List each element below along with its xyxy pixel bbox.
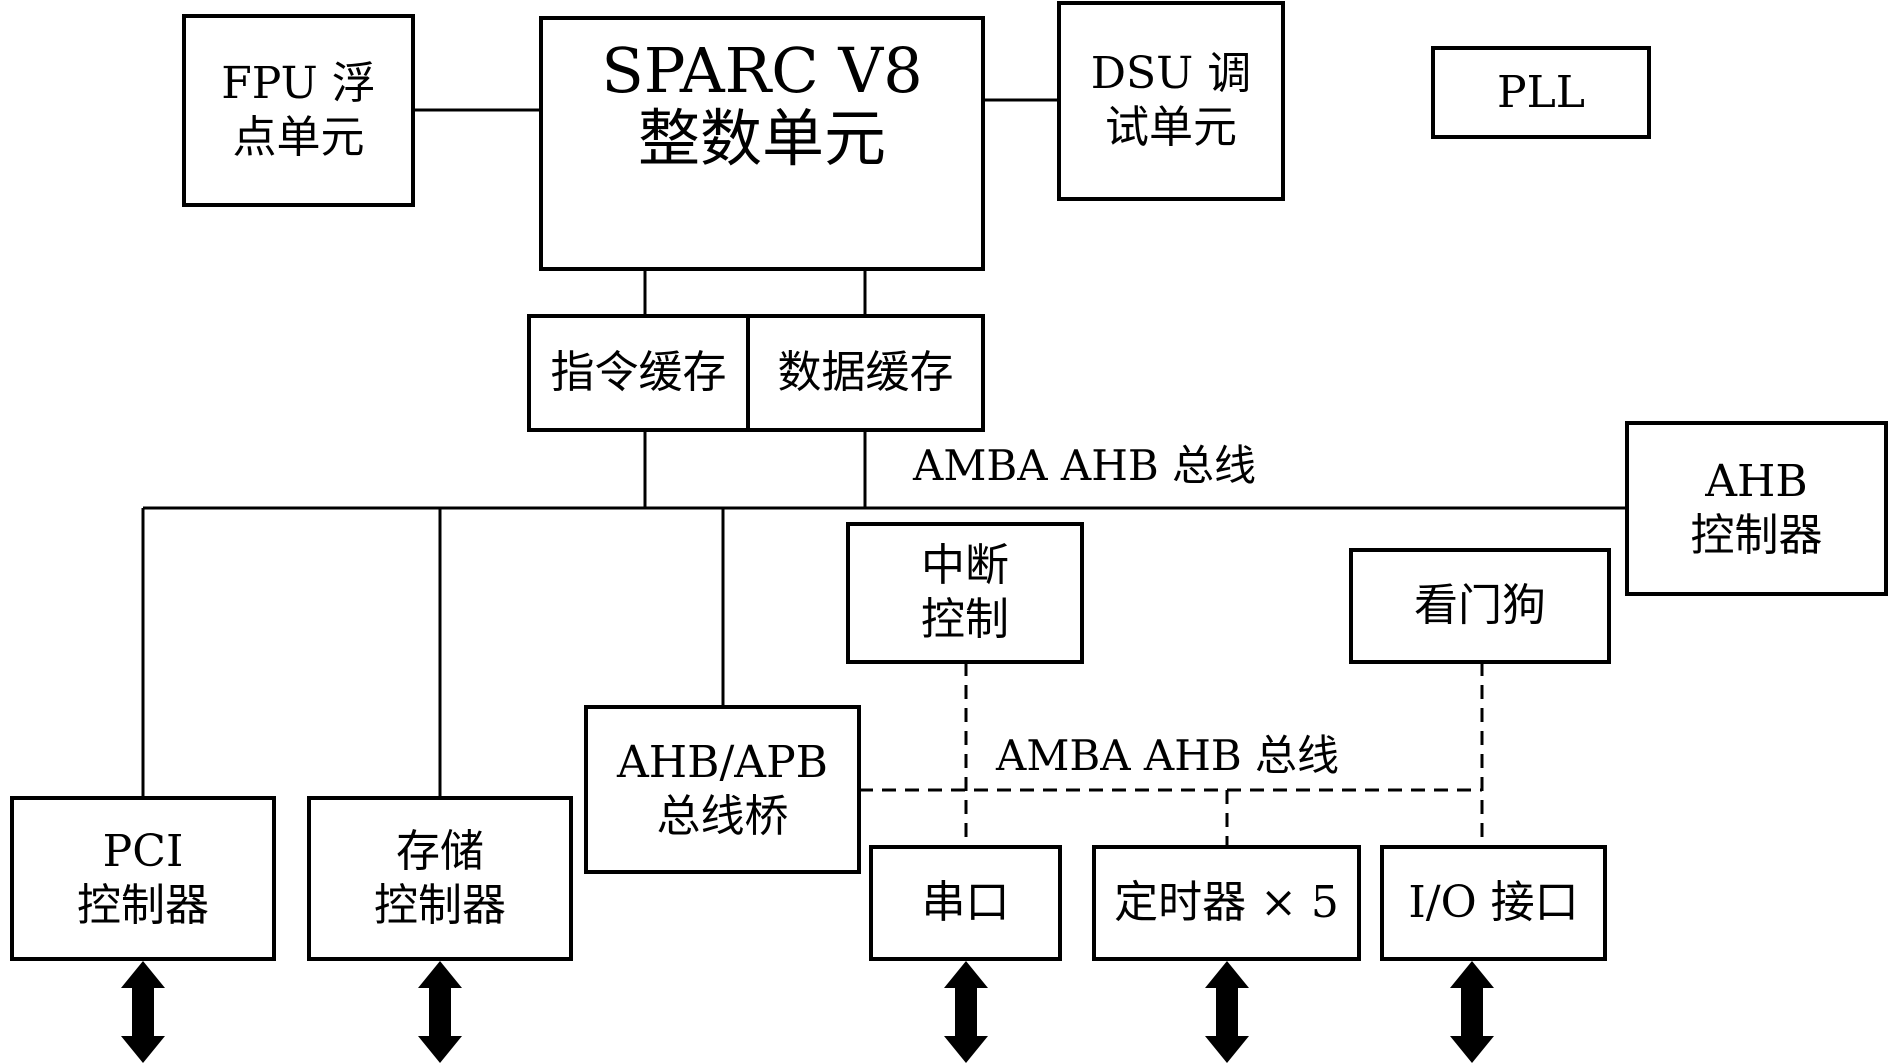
uart-label-line-1: 串口 (921, 877, 1010, 929)
mem-ctrl-label-line-1: 存储 (396, 825, 484, 877)
ahb-ctrl-label-line-2: 控制器 (1690, 509, 1823, 561)
bidirectional-arrow-icon (121, 961, 165, 1063)
pll-label: PLL (1433, 48, 1649, 137)
dcache-box (746, 314, 985, 432)
irq-ctrl-box (846, 522, 1084, 664)
io-label: I/O 接口 (1382, 847, 1605, 959)
watchdog-box (1349, 548, 1611, 664)
bridge-box (584, 705, 861, 874)
irq-ctrl-label-line-1: 中断 (921, 540, 1009, 592)
fpu-label-line-1: FPU 浮 (221, 57, 376, 109)
apb-bus-label: AMBA AHB 总线 (996, 731, 1340, 780)
dsu-label: DSU 调 试单元 (1059, 3, 1283, 199)
pll-label-line-1: PLL (1496, 66, 1586, 118)
dcache-label-line-1: 数据缓存 (777, 347, 954, 399)
fpu-label-line-2: 点单元 (232, 111, 365, 163)
iu-box (539, 16, 985, 271)
ahb-ctrl-box (1625, 421, 1888, 596)
io-label-line-1: I/O 接口 (1408, 877, 1579, 929)
dsu-label-line-2: 试单元 (1105, 102, 1237, 153)
watchdog-label: 看门狗 (1351, 550, 1609, 662)
bridge-label: AHB/APB 总线桥 (586, 707, 859, 872)
icache-label: 指令缓存 (529, 316, 748, 430)
iu-label-line-1: SPARC V8 (601, 33, 923, 107)
dsu-label-line-1: DSU 调 (1090, 48, 1252, 100)
pll-box (1431, 46, 1651, 139)
uart-label: 串口 (871, 847, 1060, 959)
dcache-label: 数据缓存 (748, 316, 983, 430)
ahb-ctrl-label: AHB 控制器 (1627, 423, 1886, 594)
timers-label-line-1: 定时器 × 5 (1114, 877, 1339, 929)
icache-label-line-1: 指令缓存 (550, 347, 727, 399)
bridge-label-line-1: AHB/APB (616, 736, 829, 788)
watchdog-label-line-1: 看门狗 (1414, 580, 1546, 632)
bidirectional-arrow-icon (944, 961, 988, 1063)
iu-label: SPARC V8 整数单元 (541, 33, 983, 175)
pci-box (10, 796, 276, 961)
uart-box (869, 845, 1062, 961)
dsu-box (1057, 1, 1285, 201)
mem-ctrl-label: 存储 控制器 (309, 798, 571, 959)
fpu-label: FPU 浮 点单元 (184, 16, 413, 205)
irq-ctrl-label: 中断 控制 (848, 524, 1082, 662)
pci-label-line-2: 控制器 (77, 879, 209, 931)
ahb-bus-label: AMBA AHB 总线 (913, 441, 1257, 490)
iu-label-line-2: 整数单元 (637, 102, 886, 175)
external-io-arrows (121, 961, 1494, 1063)
timers-box (1092, 845, 1361, 961)
timers-label: 定时器 × 5 (1094, 847, 1359, 959)
mem-ctrl-box (307, 796, 573, 961)
ahb-ctrl-label-line-1: AHB (1705, 455, 1808, 507)
io-box (1380, 845, 1607, 961)
bidirectional-arrow-icon (1205, 961, 1249, 1063)
pci-label-line-1: PCI (102, 825, 184, 877)
irq-ctrl-label-line-2: 控制 (921, 594, 1009, 645)
fpu-box (182, 14, 415, 207)
pci-label: PCI 控制器 (12, 798, 274, 959)
bidirectional-arrow-icon (1450, 961, 1494, 1063)
bidirectional-arrow-icon (418, 961, 462, 1063)
mem-ctrl-label-line-2: 控制器 (374, 879, 506, 931)
icache-box (527, 314, 750, 432)
bridge-label-line-2: 总线桥 (656, 790, 789, 842)
